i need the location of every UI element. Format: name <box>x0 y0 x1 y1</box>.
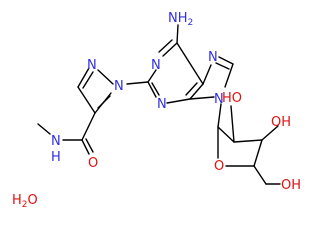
atom-amide-n: N <box>51 134 61 149</box>
atom-nh2: NH2 <box>168 11 193 28</box>
water-molecule: H2O <box>12 193 38 210</box>
atom-ho-2: HO <box>222 91 242 106</box>
bond-pz-n2-c3 <box>77 67 90 88</box>
atom-purine-n3: N <box>157 97 167 112</box>
bond-c4-c5 <box>189 83 204 100</box>
bond-c6-n1-double <box>158 39 173 53</box>
bond-c1-c2 <box>217 126 235 143</box>
atom-labels: NH2 N N N N N N N H O O HO OH OH <box>51 11 301 193</box>
bond-carbonyl-o <box>81 139 90 155</box>
bond-c2-c3 <box>233 139 263 143</box>
bond-n-methyl <box>37 123 51 135</box>
bond-c5-n7 <box>202 64 212 85</box>
atom-purine-n1: N <box>151 58 161 73</box>
atom-purine-n9: N <box>214 92 224 107</box>
bond-c3-c4 <box>253 139 263 167</box>
bond-c6-nh2 <box>176 24 179 44</box>
bond-c5-c6 <box>176 42 204 85</box>
bond-c2-oh <box>230 105 235 143</box>
molecule-canvas: NH2 N N N N N N N H O O HO OH OH H2O <box>12 11 301 210</box>
atom-pyrazole-n1: N <box>114 79 124 94</box>
bond-pz-c4-carbonyl <box>81 112 96 141</box>
bond-pz-n1-n2 <box>97 69 114 85</box>
atom-ring-o: O <box>214 159 224 174</box>
atom-amide-o: O <box>88 156 98 171</box>
atom-amide-h: H <box>51 150 61 165</box>
bond-n7-c8 <box>218 56 234 65</box>
bond-n9-c4 <box>189 96 215 100</box>
bond-pz-c3-c4 <box>77 86 96 114</box>
atom-purine-n7: N <box>208 50 218 65</box>
bond-n1-c2 <box>147 69 157 83</box>
bond-n7-c8-double <box>215 62 230 70</box>
bond-c2-pyrazole <box>126 81 149 85</box>
atom-oh-3: OH <box>271 115 291 130</box>
bond-c6-n1 <box>162 42 178 57</box>
bond-n3-c4 <box>166 98 191 104</box>
atom-pyrazole-n2: N <box>87 58 97 73</box>
bonds <box>37 24 281 185</box>
bond-pz-c4-c5-double <box>97 95 111 109</box>
bond-carbonyl-o-double <box>85 138 94 153</box>
bond-c4-c5-double <box>185 82 198 96</box>
structure-diagram: NH2 N N N N N N N H O O HO OH OH H2O <box>12 11 301 210</box>
bond-c8-n9 <box>224 63 234 88</box>
atom-oh-5: OH <box>281 178 301 193</box>
bond-pz-n2-c3-double <box>82 71 94 89</box>
bond-c2-n3-double <box>151 82 160 96</box>
bond-c2-n3 <box>147 81 157 98</box>
bond-c4-c5 <box>253 165 267 185</box>
bond-n9-c1 <box>217 103 222 128</box>
bond-c3-oh <box>261 125 279 141</box>
